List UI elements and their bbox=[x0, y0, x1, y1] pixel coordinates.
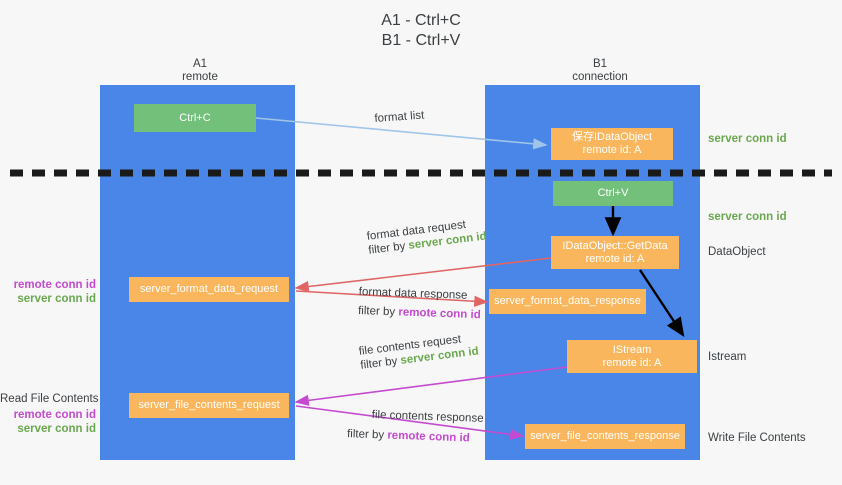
annotation-remote-conn-id-2: remote conn id bbox=[13, 409, 96, 421]
annotation-dataobject: DataObject bbox=[708, 246, 766, 258]
filter-prefix: filter by bbox=[367, 239, 410, 257]
annotation-write-file-contents: Write File Contents bbox=[708, 432, 806, 444]
node-istream-line1: IStream bbox=[612, 343, 652, 356]
node-save-idataobject-line2: remote id: A bbox=[582, 144, 642, 156]
annotation-server-conn-id-2: server conn id bbox=[708, 211, 787, 223]
node-server-file-contents-request[interactable]: server_file_contents_request bbox=[129, 393, 289, 418]
column-header-b1-sub: connection bbox=[572, 71, 628, 83]
node-ctrl-c-label: Ctrl+C bbox=[179, 111, 211, 124]
column-header-b1: B1 connection bbox=[540, 58, 660, 84]
column-header-a1-name: A1 bbox=[192, 58, 208, 70]
annotation-server-conn-id-1: server conn id bbox=[708, 133, 787, 145]
node-ctrl-v[interactable]: Ctrl+V bbox=[553, 181, 673, 206]
edge-label-format-data-request: format data request filter by server con… bbox=[366, 216, 487, 258]
annotation-server-conn-id-4: server conn id bbox=[17, 423, 96, 435]
edge-label-format-list-text: format list bbox=[374, 109, 425, 125]
node-istream[interactable]: IStream remote id: A bbox=[567, 340, 697, 373]
node-server-format-data-request-label: server_format_data_request bbox=[139, 283, 279, 295]
node-istream-line2: remote id: A bbox=[602, 356, 662, 369]
annotation-read-file-contents: Read File Contents bbox=[0, 393, 99, 405]
edge-label-format-data-response: format data response filter by remote co… bbox=[358, 285, 482, 322]
node-idataobject-getdata-line1: IDataObject::GetData bbox=[562, 239, 668, 252]
node-server-file-contents-response-label: server_file_contents_response bbox=[530, 430, 680, 442]
node-ctrl-c[interactable]: Ctrl+C bbox=[134, 104, 256, 132]
filter-value-remote-conn-id: remote conn id bbox=[387, 429, 470, 445]
page-title: A1 - Ctrl+C B1 - Ctrl+V bbox=[0, 11, 842, 51]
filter-prefix: filter by bbox=[357, 304, 399, 319]
annotation-istream: Istream bbox=[708, 351, 747, 363]
node-server-format-data-response-label: server_format_data_response bbox=[494, 295, 641, 307]
node-save-idataobject-line1: 保存IDataObject bbox=[571, 131, 653, 143]
column-header-a1: A1 remote bbox=[140, 58, 260, 84]
node-server-format-data-response[interactable]: server_format_data_response bbox=[489, 289, 646, 314]
edge-label-file-contents-request: file contents request filter by server c… bbox=[358, 331, 479, 373]
title-line-1: A1 - Ctrl+C bbox=[381, 12, 461, 29]
node-save-idataobject[interactable]: 保存IDataObject remote id: A bbox=[551, 128, 673, 160]
node-idataobject-getdata[interactable]: IDataObject::GetData remote id: A bbox=[551, 236, 679, 269]
column-header-a1-sub: remote bbox=[182, 71, 218, 83]
annotation-group-read-file-contents: Read File Contents remote conn id server… bbox=[0, 392, 99, 436]
column-header-b1-name: B1 bbox=[592, 58, 608, 70]
filter-prefix: filter by bbox=[346, 428, 388, 442]
title-line-2: B1 - Ctrl+V bbox=[381, 32, 461, 49]
annotation-group-format-conn-ids: remote conn id server conn id bbox=[0, 278, 96, 306]
node-server-file-contents-request-label: server_file_contents_request bbox=[138, 399, 280, 411]
node-ctrl-v-label: Ctrl+V bbox=[597, 187, 629, 199]
annotation-remote-conn-id-1: remote conn id bbox=[13, 279, 96, 291]
node-server-format-data-request[interactable]: server_format_data_request bbox=[129, 277, 289, 302]
edge-label-format-list: format list bbox=[374, 109, 425, 126]
annotation-server-conn-id-3: server conn id bbox=[17, 293, 96, 305]
edge-label-file-contents-response: file contents response filter by remote … bbox=[347, 408, 484, 446]
node-server-file-contents-response[interactable]: server_file_contents_response bbox=[525, 424, 685, 449]
filter-prefix: filter by bbox=[359, 354, 402, 372]
node-idataobject-getdata-line2: remote id: A bbox=[585, 252, 645, 265]
filter-value-remote-conn-id: remote conn id bbox=[398, 306, 481, 322]
